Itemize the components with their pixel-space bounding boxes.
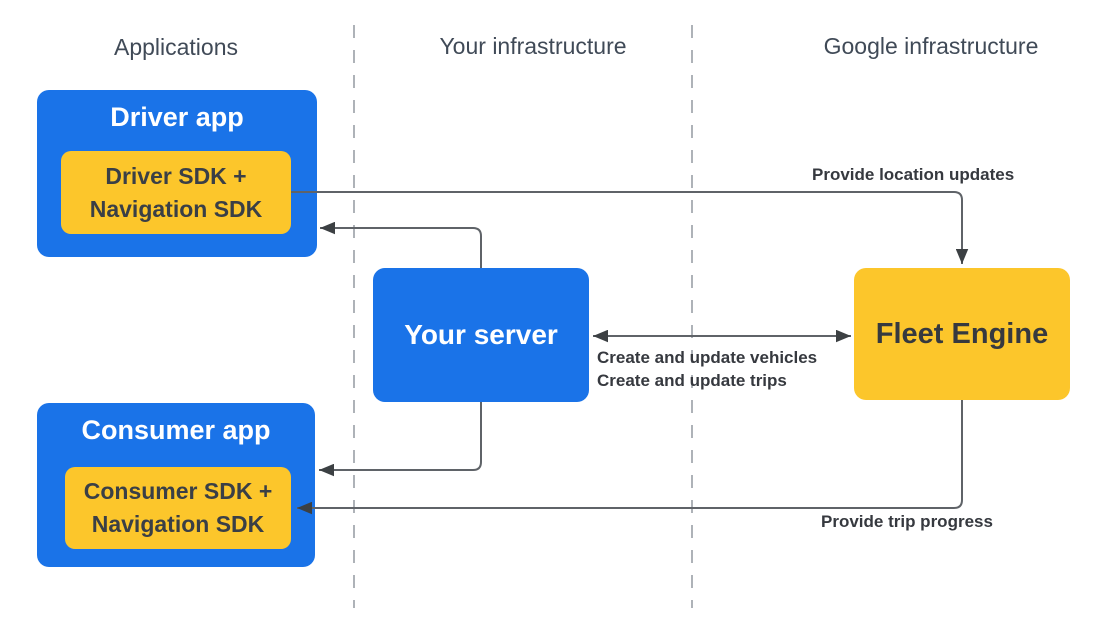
driver-app-title: Driver app xyxy=(110,102,244,132)
node-consumer-sdk: Consumer SDK + Navigation SDK xyxy=(65,467,291,549)
edge-label-create-and-update-trips: Create and update trips xyxy=(597,371,787,390)
column-header-google-infrastructure: Google infrastructure xyxy=(823,33,1039,59)
edge-label-provide-location-updates: Provide location updates xyxy=(812,165,1015,184)
consumer-sdk-label-line2: Navigation SDK xyxy=(91,511,265,537)
consumer-sdk-label-line1: Consumer SDK + xyxy=(83,478,273,504)
edge-server-to-driver-app xyxy=(320,221,482,268)
node-driver-app: Driver app Driver SDK + Navigation SDK xyxy=(37,90,317,257)
driver-sdk-label-line1: Driver SDK + xyxy=(105,162,247,189)
edge-label-create-and-update-vehicles: Create and update vehicles xyxy=(597,348,818,367)
fleet-engine-title: Fleet Engine xyxy=(875,317,1049,350)
node-fleet-engine: Fleet Engine xyxy=(854,268,1070,400)
consumer-app-title: Consumer app xyxy=(81,415,271,445)
edge-provide-location-updates xyxy=(291,191,969,264)
node-your-server: Your server xyxy=(373,268,589,402)
edge-label-provide-trip-progress: Provide trip progress xyxy=(821,512,993,531)
your-server-title: Your server xyxy=(404,319,558,350)
edge-server-to-consumer-app xyxy=(319,402,482,477)
column-header-applications: Applications xyxy=(113,34,239,60)
column-header-your-infrastructure: Your infrastructure xyxy=(439,33,627,59)
node-consumer-app: Consumer app Consumer SDK + Navigation S… xyxy=(37,403,315,567)
driver-sdk-label-line2: Navigation SDK xyxy=(89,195,263,222)
edge-provide-trip-progress xyxy=(297,400,963,515)
node-driver-sdk: Driver SDK + Navigation SDK xyxy=(61,151,291,234)
